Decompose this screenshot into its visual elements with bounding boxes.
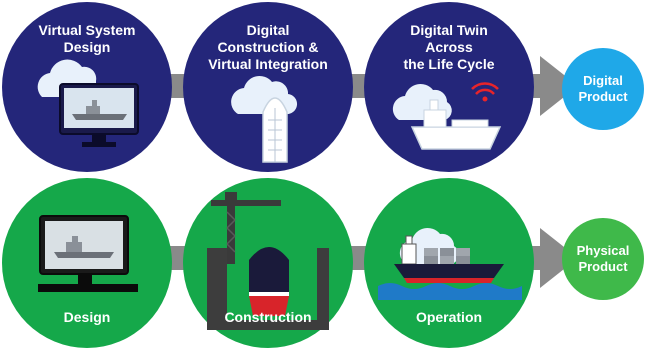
container-ship-icon: [378, 227, 522, 300]
crane-drydock-ship-icon: [207, 192, 329, 330]
stage-title: Digital Twin Across the Life Cycle: [403, 22, 495, 72]
cloud-ship-signal-icon: [392, 82, 502, 150]
physical-product-badge: Physical Product: [562, 218, 644, 300]
stage-design: Design: [2, 178, 172, 348]
digital-product-badge: Digital Product: [562, 48, 644, 130]
stage-operation: Operation: [364, 178, 534, 348]
stage-digital-construction: Digital Construction & Virtual Integrati…: [183, 2, 353, 172]
stage-title: Digital Construction & Virtual Integrati…: [208, 22, 328, 72]
stage-title: Construction: [224, 309, 312, 325]
monitor-ship-icon: [38, 215, 138, 292]
stage-title: Operation: [415, 309, 483, 325]
stage-virtual-system-design: Virtual System Design: [2, 2, 172, 172]
stage-construction: Construction: [183, 178, 353, 348]
cloud-hull-icon: [231, 75, 298, 163]
stage-digital-twin: Digital Twin Across the Life Cycle: [364, 2, 534, 172]
stage-title: Virtual System Design: [38, 22, 136, 55]
monitor-ship-icon: [37, 59, 139, 147]
stage-title: Design: [63, 309, 111, 325]
